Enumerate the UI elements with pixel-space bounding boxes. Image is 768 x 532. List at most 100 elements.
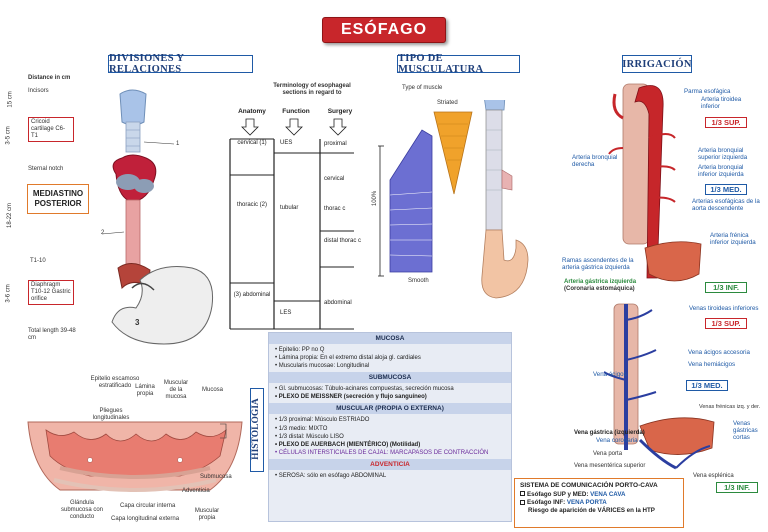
hist-item: Gl. submucosas: Túbulo-acinares compuest… bbox=[275, 385, 505, 393]
porto-cava-box: SISTEMA DE COMUNICACIÓN PORTO-CAVA Esófa… bbox=[514, 478, 684, 528]
ven-esplenica: Vena esplénica bbox=[693, 473, 734, 479]
ven-mesenterica: Vena mesentérica superior bbox=[574, 463, 646, 469]
ven-porta: Vena porta bbox=[593, 451, 623, 457]
label-muscular-mucosa: Muscular de la mucosa bbox=[163, 380, 189, 400]
ven-acigos-acc: Vena ácigos accesoria bbox=[688, 349, 750, 356]
col-anatomy: Anatomy bbox=[238, 108, 266, 115]
label-epitelio: Epitelio escamoso estratificado bbox=[90, 376, 140, 389]
marker-1: 1 bbox=[176, 141, 180, 147]
ven-tiroideas: Venas tiroideas inferiores bbox=[689, 305, 759, 312]
ven-acigos: Vena ácigos bbox=[593, 371, 627, 378]
porto-sup-line: Esófago SUP y MED: VENA CAVA bbox=[520, 491, 678, 499]
distance-label: Distance in cm bbox=[28, 75, 71, 81]
porto-inf-pre: Esófago INF: bbox=[527, 499, 567, 507]
label-adventicia: Adventicia bbox=[182, 488, 210, 494]
art-coronaria-name: (Coronaria estomáquica) bbox=[564, 285, 635, 292]
cm-3-6: 3-6 cm bbox=[5, 284, 12, 303]
porto-title: SISTEMA DE COMUNICACIÓN PORTO-CAVA bbox=[520, 482, 658, 489]
total-length-label: Total length 39-48 cm bbox=[28, 328, 76, 341]
hist-item: PLEXO DE AUERBACH (MIENTÉRICO) (Motilida… bbox=[275, 441, 505, 449]
ven-gastricas-cortas: Venas gástricas cortas bbox=[733, 420, 758, 441]
surg-distal: distal thorac c bbox=[324, 238, 362, 244]
art-ramas-gastrica: Ramas ascendentes de la arteria gástrica… bbox=[562, 257, 634, 271]
col-surgery: Surgery bbox=[327, 108, 353, 115]
hist-item: Muscularis mucosae: Longitudinal bbox=[275, 362, 505, 370]
label-glandula: Glándula submucosa con conducto bbox=[60, 500, 104, 520]
func-tubular: tubular bbox=[280, 205, 299, 211]
cricoid-label: Cricoid cartilage C6-T1 bbox=[28, 117, 74, 142]
wall-cross-section bbox=[27, 421, 243, 492]
art-parma: Parma esofágica bbox=[684, 88, 731, 95]
cm-3-5: 3-5 cm bbox=[5, 126, 12, 145]
histologia-table: MUCOSA Epitelio: PP no Q Lámina propia: … bbox=[268, 332, 512, 522]
art-bronquial-inf-izq: Arteria bronquial inferior izquierda bbox=[698, 164, 744, 178]
porto-inf-val: VENA PORTA bbox=[566, 499, 607, 507]
diaphragm-label: Diaphragm T10-12 Gastric orifice bbox=[28, 280, 74, 305]
section-irrigacion: IRRIGACIÓN bbox=[622, 55, 692, 73]
hist-item: 1/3 medio: MIXTO bbox=[275, 425, 505, 433]
hist-muscular-head: MUSCULAR (PROPIA O EXTERNA) bbox=[269, 403, 511, 415]
terminology-lines bbox=[229, 118, 354, 330]
art-med-box: 1/3 MED. bbox=[705, 184, 747, 195]
hist-item: Epitelio: PP no Q bbox=[275, 346, 505, 354]
col-function: Function bbox=[282, 108, 310, 115]
func-les: LES bbox=[280, 310, 292, 316]
section-musculatura: TIPO DE MUSCULATURA bbox=[397, 53, 520, 75]
incisors-label: Incisors bbox=[28, 88, 49, 94]
hist-item: PLEXO DE MEISSNER (secreción y flujo san… bbox=[275, 393, 505, 401]
section-divisiones: DIVISIONES Y RELACIONES bbox=[108, 53, 253, 75]
art-inf-box: 1/3 INF. bbox=[705, 282, 747, 293]
hist-item: Lámina propia: En el extremo distal aloj… bbox=[275, 354, 505, 362]
porto-inf-line: Esófago INF: VENA PORTA bbox=[520, 499, 678, 507]
hist-item: SEROSA: sólo en esófago ABDOMINAL bbox=[275, 472, 505, 480]
porto-riesgo: Riesgo de aparición de VÁRICES en la HTP bbox=[528, 507, 655, 515]
surg-proximal: proximal bbox=[324, 141, 347, 147]
hist-mucosa-head: MUCOSA bbox=[269, 333, 511, 344]
art-bronquial-der: Arteria bronquial derecha bbox=[572, 154, 618, 168]
t1t10-label: T1-10 bbox=[30, 258, 46, 264]
anat-cervical: cervical (1) bbox=[237, 140, 267, 146]
label-capa-externa: Capa longitudinal externa bbox=[111, 516, 180, 522]
art-frenica: Arteria frénica inferior izquierda bbox=[710, 232, 756, 246]
type-muscle-label: Type of muscle bbox=[402, 85, 443, 91]
hist-submucosa-list: Gl. submucosas: Túbulo-acinares compuest… bbox=[269, 383, 511, 403]
hist-item: CÉLULAS INTERSTICIALES DE CAJAL: MARCAPA… bbox=[275, 449, 505, 457]
art-gastrica-izq: Arteria gástrica izquierda(Coronaria est… bbox=[564, 279, 638, 293]
ven-hemiacigos: Vena hemiácigos bbox=[688, 361, 736, 368]
ven-gastrica: Vena gástrica (izquierda) bbox=[574, 430, 645, 436]
surg-abdominal: abdominal bbox=[324, 300, 352, 306]
marker-2: 2 bbox=[101, 230, 105, 236]
sternal-label: Sternal notch bbox=[28, 166, 64, 172]
label-capa-interna: Capa circular interna bbox=[120, 503, 176, 509]
hist-adventicia-list: SEROSA: sólo en esófago ABDOMINAL bbox=[269, 470, 511, 482]
label-muscular-propia: Muscular propia bbox=[194, 508, 220, 521]
porto-sup-pre: Esófago SUP y MED: bbox=[527, 490, 591, 498]
checkbox-icon bbox=[520, 491, 525, 497]
muscle-type-diagram bbox=[378, 100, 529, 299]
ven-frenicas: Venas frénicas izq. y der. bbox=[699, 404, 761, 410]
arterial-illustration bbox=[608, 83, 702, 282]
smooth-label: Smooth bbox=[408, 278, 429, 284]
checkbox-icon bbox=[520, 499, 525, 505]
page-title: ESÓFAGO bbox=[322, 17, 446, 43]
func-ues: UES bbox=[280, 140, 293, 146]
ven-coronaria: Vena coronaria bbox=[596, 437, 638, 444]
ven-inf-box: 1/3 INF. bbox=[716, 482, 758, 493]
art-tiroidea: Arteria tiroidea inferior bbox=[701, 96, 742, 110]
art-esofagicas-aorta: Arterias esofágicas de la aorta descende… bbox=[692, 198, 760, 212]
anat-thoracic: thoracic (2) bbox=[236, 202, 267, 208]
venous-illustration bbox=[603, 303, 715, 470]
ven-med-box: 1/3 MED. bbox=[686, 380, 728, 391]
hist-item: 1/3 distal: Músculo LISO bbox=[275, 433, 505, 441]
striated-label: Striated bbox=[437, 100, 458, 106]
label-lamina: Lámina propia bbox=[135, 384, 155, 397]
hist-muscular-list: 1/3 proximal: Músculo ESTRIADO 1/3 medio… bbox=[269, 414, 511, 458]
anat-abdominal: (3) abdominal bbox=[233, 292, 271, 298]
surg-cervical: cervical bbox=[324, 176, 345, 182]
hist-submucosa-head: SUBMUCOSA bbox=[269, 372, 511, 384]
art-sup-box: 1/3 SUP. bbox=[705, 117, 747, 128]
hist-adventicia-head: ADVENTICIA bbox=[269, 458, 511, 470]
porto-sup-val: VENA CAVA bbox=[590, 490, 626, 498]
cm-18-22: 18-22 cm bbox=[7, 202, 14, 228]
ven-sup-box: 1/3 SUP. bbox=[705, 318, 747, 329]
